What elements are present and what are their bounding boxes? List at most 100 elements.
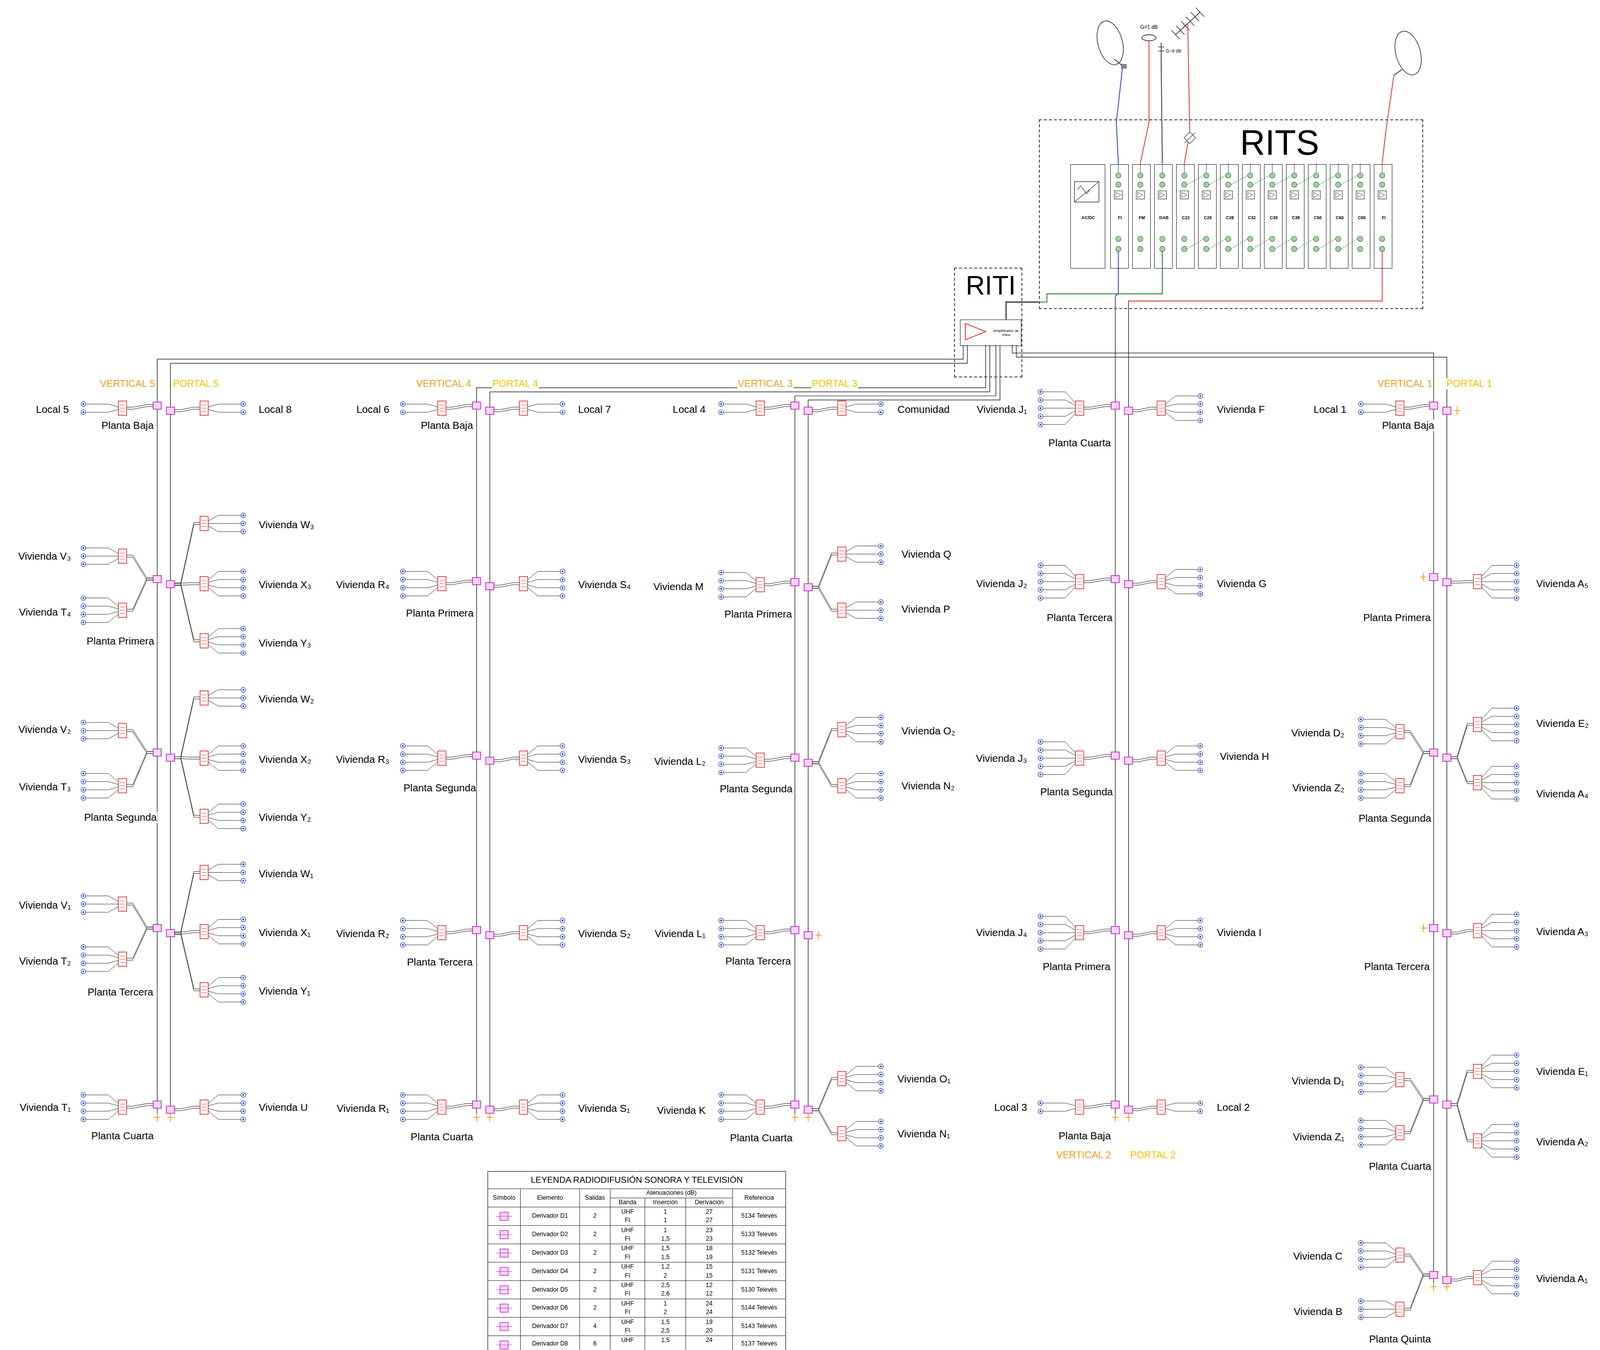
coaxial-cable: [1132, 933, 1158, 937]
user-cable: [1363, 1136, 1396, 1145]
pau-mark: [521, 404, 527, 406]
tap-derivador: [1442, 753, 1451, 761]
table-rule: [610, 1188, 611, 1350]
table-cell: Inserción: [652, 1199, 679, 1206]
pau-box: [437, 750, 446, 766]
outlet: [240, 577, 246, 582]
premises-label: Vivienda E₂: [1535, 717, 1590, 729]
pau-mark: [1076, 581, 1082, 582]
outlet: [1358, 1064, 1363, 1070]
outlet: [1038, 938, 1043, 944]
user-cable: [1042, 741, 1076, 753]
outlet: [1514, 579, 1519, 584]
premises-label: Planta Tercera: [86, 986, 154, 998]
outlet-core: [82, 1118, 85, 1121]
tap-derivador: [790, 578, 799, 586]
fm-cable: [1140, 40, 1149, 164]
table-cell: Símbolo: [492, 1194, 516, 1202]
premises-label: Vivienda T₁: [18, 1101, 72, 1113]
table-cell: 23: [705, 1235, 714, 1243]
pau-box: [837, 546, 846, 562]
tap-derivador: [1111, 575, 1120, 583]
user-cable: [208, 753, 241, 757]
premises-label: Vivienda G: [1216, 578, 1268, 590]
tap-derivador: [166, 929, 175, 937]
user-cable: [1165, 1108, 1198, 1112]
pau-mark: [757, 932, 763, 934]
dab-antenna-element: [1158, 46, 1165, 47]
pau-mark: [201, 931, 207, 933]
user-cable: [845, 556, 879, 563]
pau-mark: [119, 555, 125, 557]
table-cell: 4: [592, 1322, 598, 1330]
pau-mark: [1397, 1132, 1403, 1133]
pau-box: [1075, 574, 1084, 590]
tap-derivador: [1124, 1106, 1133, 1114]
pau-box: [1075, 400, 1084, 416]
premises-label: Vivienda Z₁: [1292, 1131, 1345, 1143]
outlet-core: [1359, 780, 1362, 783]
pau-mark: [439, 583, 445, 585]
pau-mark: [201, 872, 207, 873]
outlet-core: [720, 596, 723, 599]
module-connector: [1137, 182, 1144, 188]
outlet-core: [242, 827, 245, 830]
table-cell: FI: [624, 1327, 632, 1334]
pau-mark: [201, 643, 207, 644]
outlet-core: [880, 788, 883, 791]
table-cell: UHF: [620, 1281, 635, 1289]
bus-link: [1318, 175, 1336, 185]
terminator: [794, 1113, 796, 1122]
outlet: [1358, 725, 1363, 730]
outlet: [1038, 755, 1043, 761]
coaxial-cable: [1403, 1078, 1430, 1099]
outlet: [1514, 1122, 1519, 1127]
module-connector: [1269, 236, 1276, 242]
outlet: [560, 585, 565, 591]
module-connector: [1181, 246, 1188, 252]
pau-mark: [839, 788, 845, 789]
pau-box: [200, 865, 209, 880]
pau-mark: [201, 523, 207, 524]
pau-mark: [521, 586, 527, 588]
table-cell: 24: [705, 1308, 714, 1316]
outlet: [1514, 730, 1519, 735]
pau-box: [519, 400, 528, 416]
user-cable: [1042, 937, 1076, 949]
user-cable: [1165, 936, 1198, 946]
pau-mark: [119, 1106, 125, 1108]
outlet: [240, 743, 246, 748]
outlet-core: [242, 761, 245, 764]
coaxial-cable: [812, 588, 838, 612]
user-cable: [405, 1102, 438, 1106]
outlet: [718, 761, 724, 767]
table-cell: UHF: [620, 1263, 635, 1271]
outlet-core: [1515, 1276, 1518, 1279]
pau-box: [756, 400, 765, 416]
outlet: [80, 787, 86, 792]
pau-box: [200, 924, 209, 940]
lnb: [1121, 64, 1127, 69]
outlet: [240, 933, 246, 939]
table-cell: 2,5: [660, 1327, 670, 1334]
user-cable: [1481, 1124, 1515, 1136]
outlet-core: [880, 1136, 883, 1139]
user-cable: [208, 985, 241, 989]
coaxial-cable: [764, 758, 791, 762]
pau-mark: [1397, 1129, 1403, 1130]
premises-label: Vivienda S₄: [577, 579, 632, 591]
outlet: [240, 991, 246, 996]
pau-mark: [119, 956, 125, 957]
headend-module: C28: [1220, 164, 1239, 269]
tap-derivador: [1442, 406, 1451, 414]
module-amplifier: [1158, 190, 1167, 199]
premises-label: Planta Primera: [1362, 611, 1432, 623]
coaxial-cable: [174, 696, 201, 757]
module-connector: [1313, 246, 1319, 252]
user-cable: [1363, 735, 1396, 744]
user-cable: [845, 717, 879, 726]
table-rule: [685, 1197, 686, 1350]
pau-mark: [201, 1103, 207, 1105]
pau-mark: [1158, 1106, 1164, 1108]
pau-box: [200, 809, 209, 824]
